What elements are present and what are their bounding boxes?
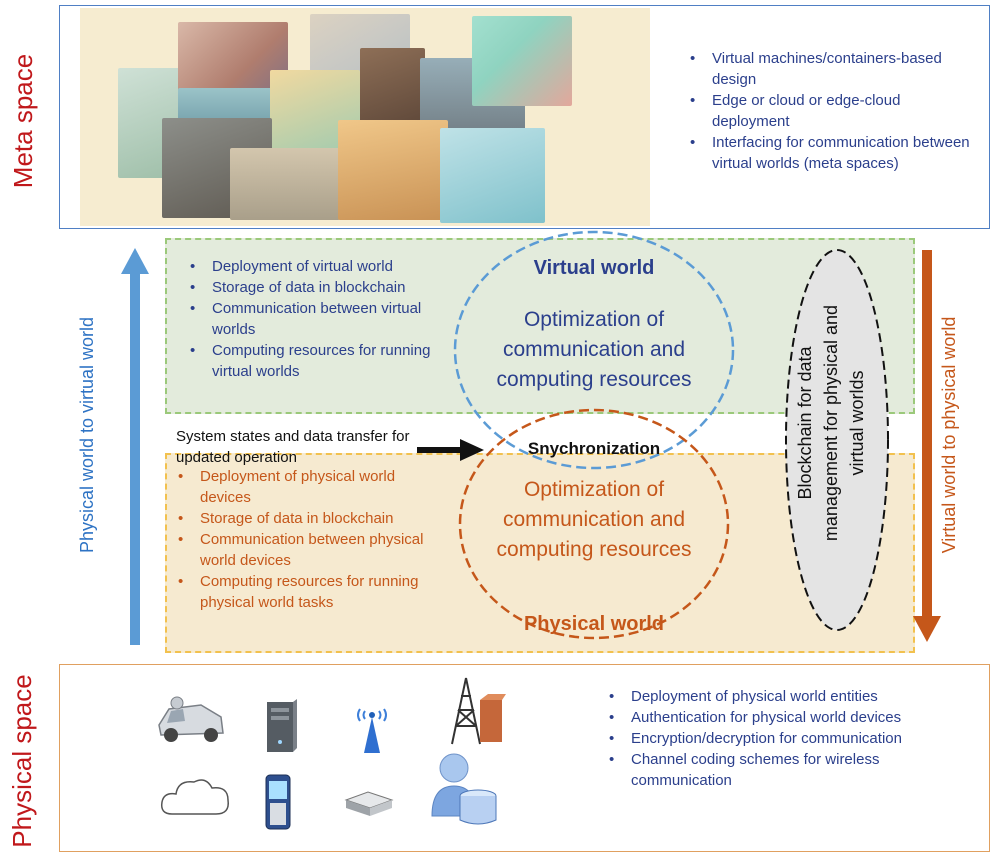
- sync-label: Snychronization: [527, 439, 661, 458]
- list-item: Encryption/decryption for communication: [609, 728, 979, 749]
- meta-space-bullets: Virtual machines/containers-based design…: [690, 48, 980, 174]
- list-item: Communication between physical world dev…: [178, 529, 448, 571]
- collage-image: [230, 148, 340, 220]
- sync-arrow-shaft: [417, 447, 463, 453]
- virtual-world-collage: [80, 8, 650, 226]
- right-arrow-text: Virtual world to physical world: [939, 316, 959, 554]
- list-item: Edge or cloud or edge-cloud deployment: [690, 90, 980, 132]
- mini-pc-icon: [344, 791, 394, 816]
- server-tower-icon: [267, 699, 297, 752]
- sync-arrow-head: [460, 439, 484, 461]
- right-arrow-head: [913, 616, 941, 642]
- collage-image: [440, 128, 545, 223]
- physical-region-bullets: Deployment of physical world devices Sto…: [178, 466, 448, 613]
- left-arrow-head: [121, 248, 149, 274]
- meta-space-panel: [59, 5, 990, 229]
- left-arrow-text: Physical world to virtual world: [77, 316, 97, 554]
- user-database-icon: [431, 753, 497, 825]
- physical-world-optimization-text: Optimization of communication and comput…: [496, 478, 692, 561]
- physical-space-title: Physical space: [7, 674, 37, 848]
- physical-space-panel: [59, 664, 990, 852]
- physical-space-bullets: Deployment of physical world entities Au…: [609, 686, 979, 791]
- collage-image: [360, 48, 425, 133]
- list-item: Storage of data in blockchain: [178, 508, 448, 529]
- virtual-world-circle: [453, 230, 735, 470]
- list-item: Channel coding schemes for wireless comm…: [609, 749, 979, 791]
- list-item: Deployment of physical world devices: [178, 466, 448, 508]
- collage-image: [338, 120, 448, 220]
- virtual-region-bullets: Deployment of virtual world Storage of d…: [190, 256, 460, 382]
- physical-world-circle: [458, 408, 730, 640]
- list-item: Deployment of virtual world: [190, 256, 460, 277]
- collage-image: [472, 16, 572, 106]
- antenna-icon: [357, 708, 387, 753]
- list-item: Communication between virtual worlds: [190, 298, 460, 340]
- right-arrow-shaft: [922, 250, 932, 620]
- blockchain-ellipse: [785, 249, 889, 631]
- mobile-phone-icon: [265, 774, 291, 830]
- list-item: Computing resources for running physical…: [178, 571, 448, 613]
- physical-world-label: Physical world: [523, 613, 665, 635]
- blockchain-text: Blockchain for data management for physi…: [795, 304, 867, 542]
- car-icon: [158, 696, 224, 742]
- list-item: Storage of data in blockchain: [190, 277, 460, 298]
- left-arrow-shaft: [130, 270, 140, 645]
- virtual-world-optimization-text: Optimization of communication and comput…: [496, 308, 692, 391]
- list-item: Virtual machines/containers-based design: [690, 48, 980, 90]
- sync-arrow-text: System states and data transfer for upda…: [176, 428, 410, 466]
- cell-tower-icon: [451, 677, 506, 745]
- cloud-icon: [160, 779, 229, 815]
- virtual-world-label: Virtual world: [533, 257, 655, 279]
- list-item: Authentication for physical world device…: [609, 707, 979, 728]
- list-item: Computing resources for running virtual …: [190, 340, 460, 382]
- list-item: Interfacing for communication between vi…: [690, 132, 980, 174]
- list-item: Deployment of physical world entities: [609, 686, 979, 707]
